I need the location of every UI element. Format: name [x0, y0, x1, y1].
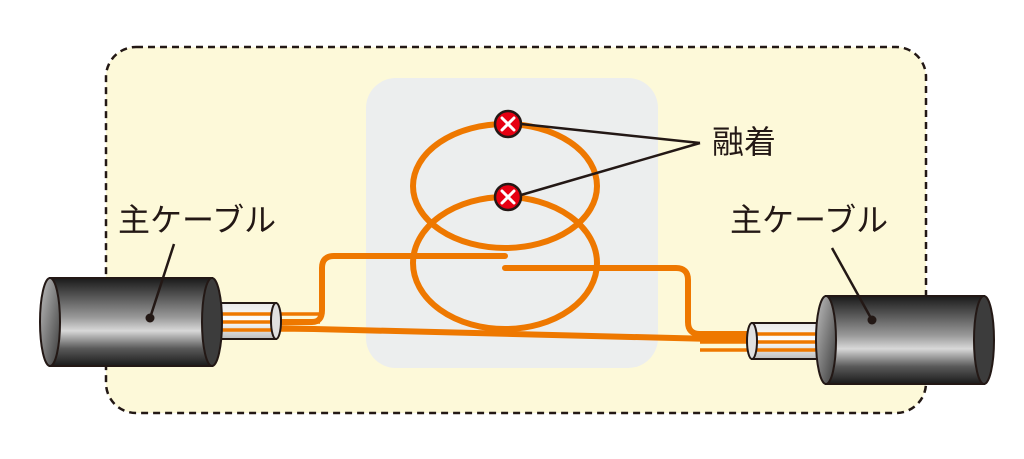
right-cable-label: 主ケーブル [730, 201, 889, 239]
splice-leader-lower [520, 141, 701, 197]
left-main-cable [39, 277, 223, 367]
fiber-right-route [502, 265, 755, 337]
splice-label: 融着 [712, 123, 777, 161]
left-cable-label: 主ケーブル [118, 201, 277, 239]
fiber-through-1 [272, 325, 755, 343]
right-cable-leader [830, 247, 874, 321]
splice-leader-upper [520, 122, 701, 145]
right-main-cable [815, 295, 995, 385]
left-cable-leader [148, 243, 176, 319]
x-circle-icon [493, 109, 523, 139]
leader-lines [148, 122, 874, 321]
x-circle-icon [493, 182, 523, 212]
